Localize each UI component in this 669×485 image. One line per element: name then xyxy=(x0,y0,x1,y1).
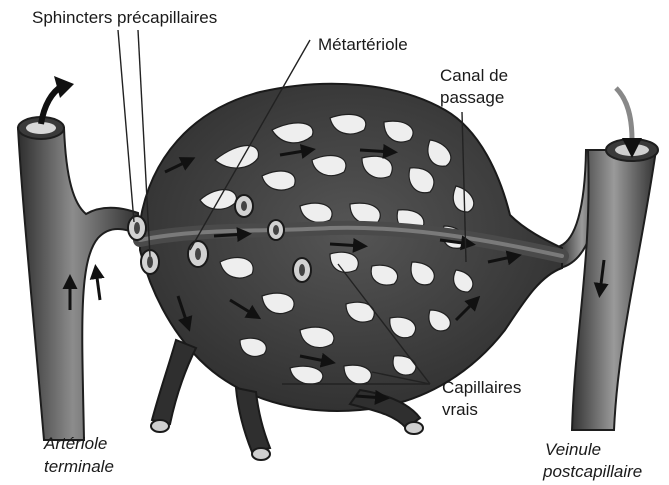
label-canal-de-passage-line2: passage xyxy=(440,88,504,108)
label-veinule-postcapillaire-line2: postcapillaire xyxy=(543,462,642,482)
label-arteriole-terminale-line2: terminale xyxy=(44,457,114,477)
label-sphincters: Sphincters précapillaires xyxy=(32,8,217,28)
label-arteriole-terminale-line1: Artériole xyxy=(44,434,107,454)
label-metarteriole: Métartériole xyxy=(318,35,408,55)
terminal-arteriole xyxy=(18,76,140,440)
label-capillaires-vrais-line1: Capillaires xyxy=(442,378,521,398)
label-canal-de-passage-line1: Canal de xyxy=(440,66,508,86)
label-capillaires-vrais-line2: vrais xyxy=(442,400,478,420)
capillary-network xyxy=(140,84,562,460)
label-veinule-postcapillaire-line1: Veinule xyxy=(545,440,601,460)
postcapillary-venule xyxy=(560,88,658,430)
